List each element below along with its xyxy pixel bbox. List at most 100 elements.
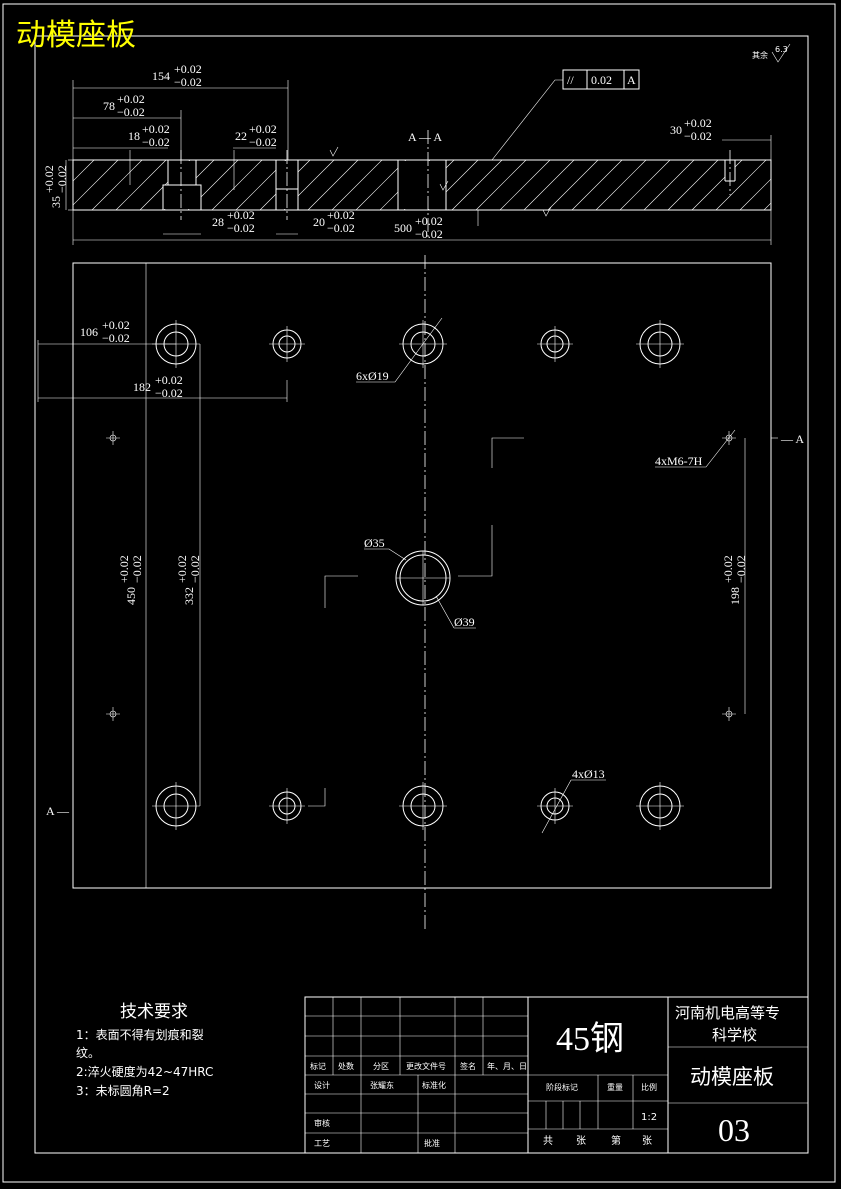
small-hole [537, 326, 573, 362]
svg-text:+0.02: +0.02 [684, 116, 712, 130]
svg-text:332: 332 [182, 587, 196, 605]
plan-view: — A A — 106 +0.02 −0.02 182 +0.02 −0.02 … [37, 255, 804, 930]
small-hole [269, 788, 305, 824]
locating-brackets [308, 437, 524, 807]
svg-text:−0.02: −0.02 [174, 75, 202, 89]
dim-182: 182 +0.02 −0.02 [133, 373, 183, 400]
hdr-chushu: 处数 [338, 1061, 354, 1071]
svg-text:Ø35: Ø35 [364, 536, 385, 550]
svg-text:198: 198 [728, 587, 742, 605]
dim-332: 332 +0.02 −0.02 [175, 555, 202, 605]
svg-text:+0.02: +0.02 [415, 214, 443, 228]
hdr-biaoji: 标记 [310, 1061, 326, 1071]
callout-m6: 4xM6-7H [655, 429, 736, 468]
section-label: A — A [408, 130, 442, 144]
drawing-title: 动模座板 [16, 18, 136, 53]
dim-22: 22 +0.02 −0.02 [235, 122, 277, 149]
hdr-shenhe: 审核 [314, 1118, 330, 1128]
hdr-jieduan: 阶段标记 [546, 1082, 578, 1092]
svg-text:+0.02: +0.02 [142, 122, 170, 136]
hdr-gongyi: 工艺 [314, 1139, 330, 1148]
part-name: 动模座板 [690, 1065, 774, 1089]
svg-text:450: 450 [124, 587, 138, 605]
svg-text:−0.02: −0.02 [415, 227, 443, 241]
svg-text:35: 35 [49, 196, 63, 208]
parallel-tol: 0.02 [591, 73, 612, 87]
svg-text:+0.02: +0.02 [721, 555, 735, 583]
dim-35: 35 +0.02 −0.02 [42, 165, 69, 208]
svg-text:+0.02: +0.02 [117, 555, 131, 583]
material: 45钢 [556, 1021, 624, 1058]
school-line1: 河南机电高等专 [675, 1004, 780, 1022]
hdr-gengai: 更改文件号 [406, 1061, 446, 1071]
svg-text:182: 182 [133, 380, 151, 394]
hdr-sheji: 设计 [314, 1080, 330, 1090]
hdr-date: 年、月、日 [487, 1061, 527, 1071]
svg-text:−0.02: −0.02 [155, 386, 183, 400]
hdr-zhang2: 张 [642, 1135, 652, 1147]
tapped-holes [106, 431, 736, 721]
section-marker-top: — A [780, 432, 804, 446]
svg-text:+0.02: +0.02 [102, 318, 130, 332]
svg-text:6xØ19: 6xØ19 [356, 369, 389, 383]
hdr-gong: 共 [543, 1135, 553, 1147]
svg-text:22: 22 [235, 129, 247, 143]
section-view: A — A // 0.02 A [42, 62, 772, 245]
svg-text:+0.02: +0.02 [117, 92, 145, 106]
svg-text:−0.02: −0.02 [55, 165, 69, 193]
svg-text:−0.02: −0.02 [188, 555, 202, 583]
hdr-bili: 比例 [641, 1082, 657, 1092]
hdr-fenqu: 分区 [373, 1062, 389, 1071]
dim-20: 20 +0.02 −0.02 [313, 208, 355, 235]
counterbore-hole [636, 782, 684, 830]
plan-plate [72, 262, 772, 889]
hdr-di: 第 [611, 1134, 621, 1147]
small-holes [269, 326, 573, 824]
dim-106: 106 +0.02 −0.02 [80, 318, 130, 345]
hdr-zhang1: 张 [576, 1135, 586, 1147]
svg-text:78: 78 [103, 99, 115, 113]
svg-text:+0.02: +0.02 [174, 62, 202, 76]
svg-text:Ø39: Ø39 [454, 615, 475, 629]
roughness-symbol: 其余 6.3 [752, 43, 791, 63]
svg-text:+0.02: +0.02 [42, 165, 56, 193]
counterbore-hole [152, 782, 200, 830]
parallel-datum: A [627, 73, 636, 87]
svg-text:+0.02: +0.02 [175, 555, 189, 583]
callout-holes19: 6xØ19 [356, 317, 443, 383]
small-hole [269, 326, 305, 362]
svg-text:−0.02: −0.02 [684, 129, 712, 143]
svg-text:−0.02: −0.02 [327, 221, 355, 235]
hdr-pizhun: 批准 [424, 1138, 440, 1148]
section-marker-bottom: A — [46, 804, 70, 818]
tech-heading: 技术要求 [120, 1002, 188, 1022]
section-hatching [73, 160, 771, 210]
hdr-biaozhunhua: 标准化 [422, 1080, 446, 1090]
svg-text:−0.02: −0.02 [102, 331, 130, 345]
dim-28: 28 +0.02 −0.02 [212, 208, 255, 235]
parallel-symbol: // [567, 73, 574, 87]
drawing-number: 03 [718, 1112, 750, 1148]
svg-text:−0.02: −0.02 [734, 555, 748, 583]
callout-holes13: 4xØ13 [541, 767, 606, 834]
tech-line2: 2:淬火硬度为42~47HRC [76, 1064, 213, 1079]
svg-text:−0.02: −0.02 [227, 221, 255, 235]
counterbore-holes [152, 320, 684, 830]
dim-18: 18 +0.02 −0.02 [128, 122, 170, 149]
dim-78: 78 +0.02 −0.02 [103, 92, 145, 119]
title-block: 45钢 河南机电高等专 科学校 动模座板 03 1:2 标记 处数 分区 更改文… [304, 996, 809, 1154]
parallelism-frame: // 0.02 A [491, 69, 640, 161]
outer-border [2, 3, 836, 1183]
svg-text:106: 106 [80, 325, 98, 339]
dim-30: 30 +0.02 −0.02 [670, 116, 712, 143]
designer: 张耀东 [370, 1080, 394, 1090]
counterbore-hole [636, 320, 684, 368]
svg-text:28: 28 [212, 215, 224, 229]
small-hole [537, 788, 573, 824]
svg-text:30: 30 [670, 123, 682, 137]
svg-text:18: 18 [128, 129, 140, 143]
svg-text:−0.02: −0.02 [142, 135, 170, 149]
svg-text:4xM6-7H: 4xM6-7H [655, 454, 703, 468]
svg-text:4xØ13: 4xØ13 [572, 767, 605, 781]
